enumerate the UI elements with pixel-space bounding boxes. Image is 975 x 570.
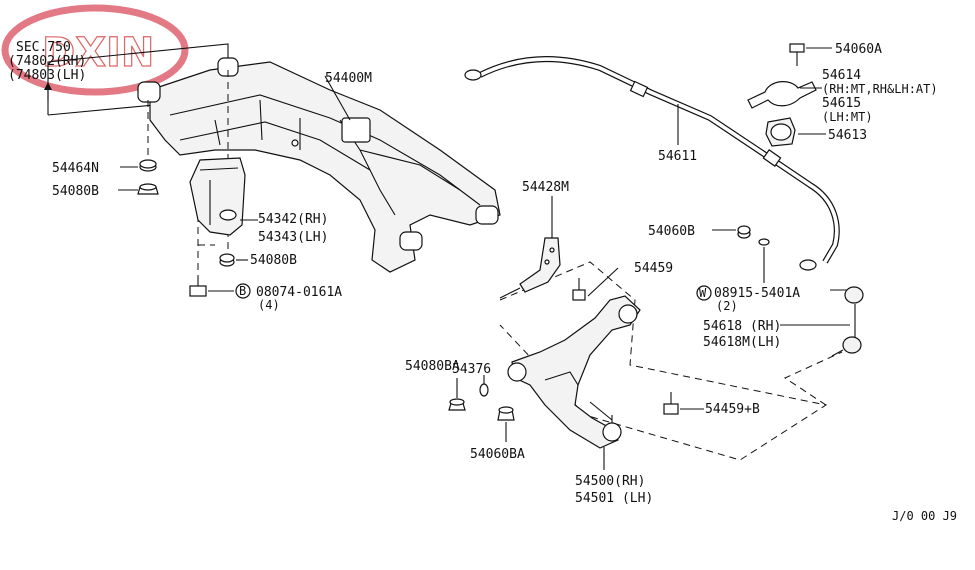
label-08915-qty: (2) [716, 299, 738, 313]
label-08074-marker: B [239, 284, 246, 298]
label-54060BA: 54060BA [470, 447, 525, 462]
label-54080BA: 54080BA [405, 359, 460, 374]
bolt-54459B [663, 392, 679, 415]
marker-w [696, 285, 712, 301]
nut-54080B-lower [219, 253, 235, 267]
label-54459B: 54459+B [705, 402, 760, 417]
label-54501: 54501 (LH) [575, 491, 653, 506]
connecting-rod-54618 [830, 286, 864, 357]
label-54615-note: (LH:MT) [822, 110, 873, 124]
label-54611: 54611 [658, 149, 697, 164]
washer-54464N [139, 159, 157, 172]
logo-text: DXIN [42, 30, 154, 76]
clamp-54614 [747, 81, 817, 109]
nut-54080BA [448, 398, 466, 411]
nut-54080B-upper [137, 183, 159, 195]
label-54428M: 54428M [522, 180, 569, 195]
label-08074: 08074-0161A [256, 285, 342, 300]
marker-b [235, 283, 251, 299]
label-54459: 54459 [634, 261, 673, 276]
label-54060B: 54060B [648, 224, 695, 239]
label-54464N: 54464N [52, 161, 99, 176]
label-54376: 54376 [452, 362, 491, 377]
watermark-logo: DXIN [1, 4, 189, 96]
bracket-54342 [189, 157, 246, 236]
label-74803: (74803(LH) [8, 68, 86, 83]
label-54614-note: (RH:MT,RH&LH:AT) [822, 82, 938, 96]
label-08074-qty: (4) [258, 298, 280, 312]
label-54342: 54342(RH) [258, 212, 328, 227]
bolt-54060A [789, 43, 805, 66]
label-54614: 54614 [822, 68, 861, 83]
label-54080B-b: 54080B [250, 253, 297, 268]
nut-54060B [737, 225, 751, 239]
stabilizer-bar [464, 56, 840, 271]
label-54060A: 54060A [835, 42, 882, 57]
label-74802: (74802(RH) [8, 54, 86, 69]
lower-arm-54500 [507, 295, 641, 449]
bolt-08074 [189, 276, 207, 297]
front-crossmember [137, 57, 501, 273]
label-sec750: SEC.750 [16, 40, 71, 55]
bushing-54613 [765, 117, 796, 147]
label-54618M: 54618M(LH) [703, 335, 781, 350]
bracket-54428M [499, 237, 561, 299]
washer-08915 [758, 238, 770, 246]
label-54613: 54613 [828, 128, 867, 143]
diagram-code: J/0 00 J9 [892, 509, 957, 523]
nut-54060BA [497, 406, 515, 421]
bolt-54459 [572, 278, 586, 301]
label-54080B-a: 54080B [52, 184, 99, 199]
label-54400M: 54400M [325, 71, 372, 86]
label-54500: 54500(RH) [575, 474, 645, 489]
label-54618: 54618 (RH) [703, 319, 781, 334]
label-08915: 08915-5401A [714, 286, 800, 301]
label-54343: 54343(LH) [258, 230, 328, 245]
label-08915-marker: W [699, 286, 707, 300]
label-54615: 54615 [822, 96, 861, 111]
washer-54376 [479, 383, 489, 397]
